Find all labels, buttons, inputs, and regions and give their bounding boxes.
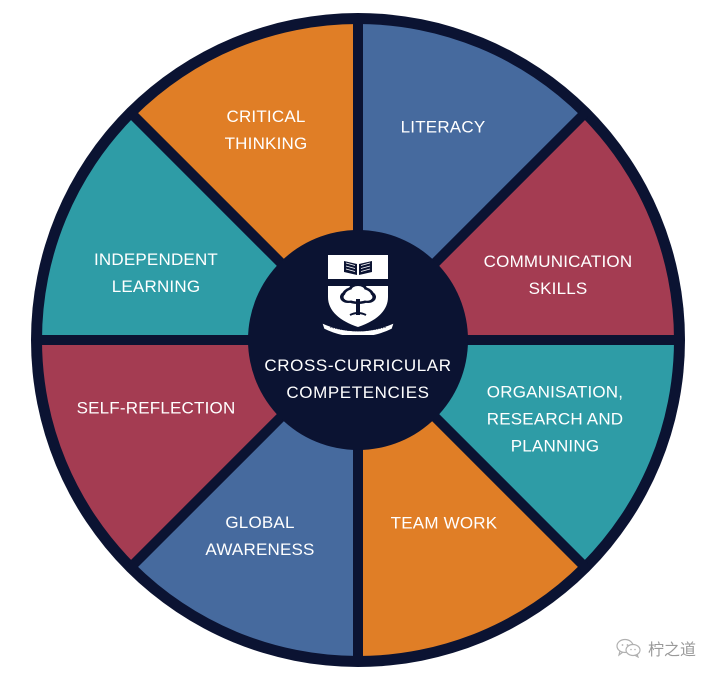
wheel-center-hub — [248, 230, 468, 450]
wheel-segments — [42, 24, 674, 656]
segment-label-literacy: LITERACY — [400, 117, 486, 137]
segment-label-critical-thinking: CRITICAL THINKING — [224, 107, 308, 153]
wheel-segment — [428, 340, 674, 564]
wechat-icon — [616, 638, 641, 658]
segment-label-team-work: TEAM WORK — [390, 513, 498, 533]
wheel-segment — [358, 24, 582, 270]
wheel-segment — [134, 24, 358, 270]
school-crest-icon — [321, 255, 395, 335]
wheel-segment — [428, 116, 674, 340]
segment-label-organisation-research-planning: ORGANISATION, RESEARCH AND PLANNING — [486, 382, 624, 456]
wheel-segment — [358, 410, 582, 656]
segment-label-global-awareness: GLOBAL AWARENESS — [205, 513, 315, 559]
segment-label-communication-skills: COMMUNICATION SKILLS — [483, 252, 633, 298]
watermark: 柠之道 — [616, 636, 696, 660]
wheel-segment — [42, 116, 288, 340]
wheel-segment — [134, 410, 358, 656]
diagram-title: CROSS-CURRICULAR COMPETENCIES — [264, 356, 452, 402]
segment-label-independent-learning: INDEPENDENT LEARNING — [93, 250, 219, 296]
watermark-text: 柠之道 — [648, 642, 697, 659]
wheel-segment — [42, 340, 288, 564]
segment-label-self-reflection: SELF-REFLECTION — [76, 398, 236, 418]
